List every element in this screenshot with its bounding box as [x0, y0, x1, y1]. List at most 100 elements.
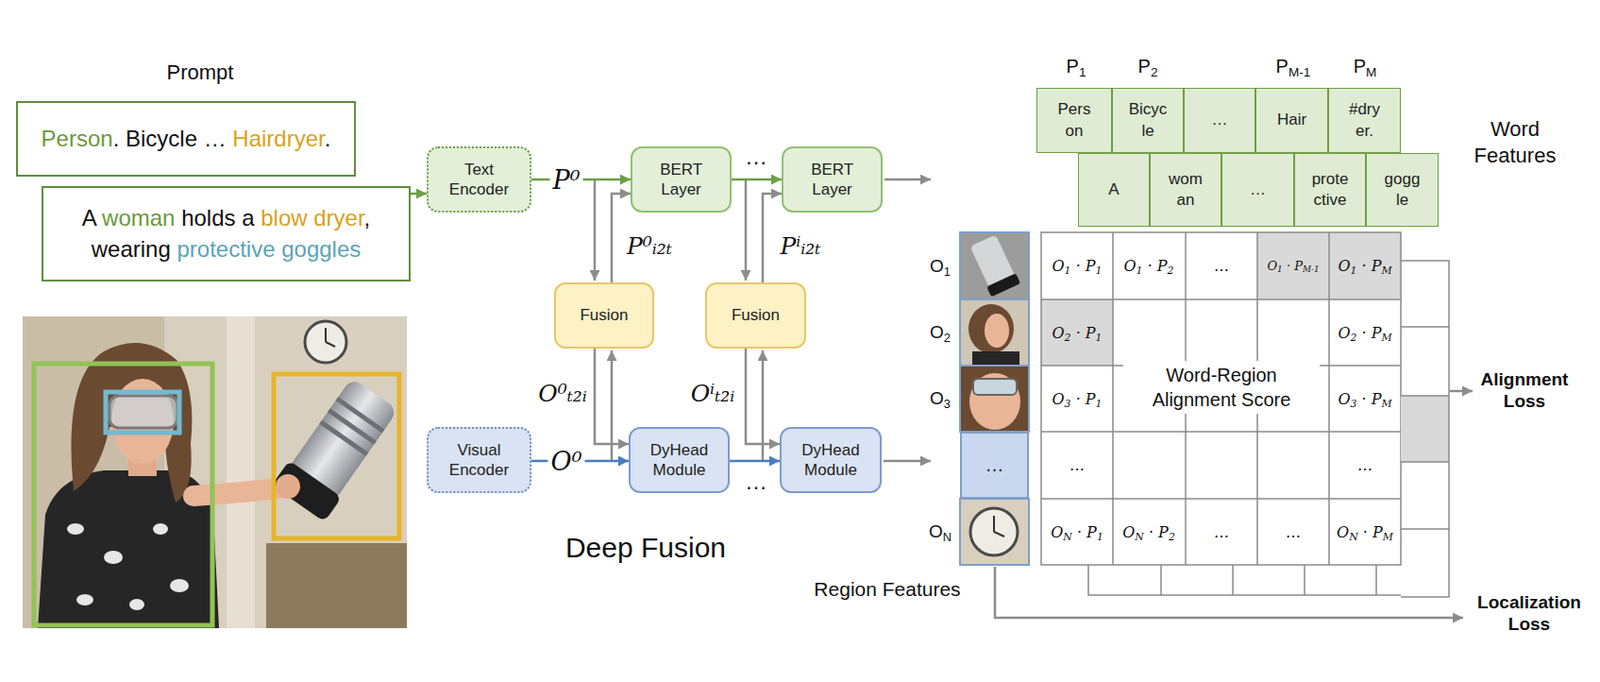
table-cell: O2 · PM — [1337, 323, 1392, 342]
photo — [266, 542, 407, 628]
ellipsis-label: … — [744, 143, 768, 170]
photo — [67, 522, 85, 535]
table-cell: O2 · P1 — [1051, 323, 1102, 342]
node-text: … — [1212, 109, 1229, 131]
region-thumbnails — [973, 378, 1017, 395]
region-thumbnails — [960, 232, 1029, 300]
subscript: 1 — [1095, 397, 1103, 410]
word-cell: Hair — [1255, 87, 1329, 153]
highlight-word: dryer — [313, 204, 364, 231]
layer-box: BERT Layer — [630, 146, 732, 213]
subscript: 3 — [1064, 397, 1072, 410]
score-matrix — [1041, 232, 1401, 565]
region-thumbnails — [960, 299, 1029, 366]
node-text: A woman holds a blow dryer, wearing prot… — [43, 202, 409, 265]
column-header: PM-1 — [1276, 55, 1312, 78]
node-text: #dry er. — [1348, 99, 1381, 141]
connector — [410, 192, 427, 196]
region-thumbnails — [968, 303, 1014, 354]
photo — [152, 522, 169, 535]
subscript: 1 — [1350, 264, 1358, 277]
subscript: 2 — [1350, 331, 1358, 344]
word-cell: Bicyc le — [1111, 87, 1184, 153]
score-matrix — [1041, 232, 1401, 565]
subscript: 1 — [1095, 331, 1103, 344]
encoder-box: Visual Encoder — [426, 426, 532, 493]
highlight-word: blow — [260, 204, 307, 231]
connector — [762, 193, 782, 283]
table-cell: ON · P1 — [1050, 522, 1104, 541]
subscript: 1 — [1136, 264, 1144, 277]
region-thumbnails — [986, 272, 1021, 297]
loss-boxes — [994, 566, 1464, 618]
subscript: 3 — [943, 396, 951, 411]
word-cell: #dry er. — [1328, 87, 1401, 153]
region-thumbnails — [993, 531, 1005, 537]
score-matrix — [1041, 299, 1113, 366]
prompt-box: A woman holds a blow dryer, wearing prot… — [41, 185, 411, 282]
node-text: DyHead Module — [650, 439, 708, 481]
score-matrix — [1329, 232, 1401, 300]
word-cell: A — [1077, 152, 1150, 227]
fusion-box: Fusion — [705, 282, 807, 349]
photo — [103, 550, 123, 564]
node-text: Person. Bicycle … Hairdryer. — [41, 123, 332, 154]
column-header: PM — [1353, 55, 1378, 78]
table-cell: O1 · P2 — [1123, 256, 1174, 275]
node-text: Bicyc le — [1128, 99, 1168, 141]
region-thumbnails — [970, 507, 1018, 556]
node-text: wom an — [1168, 168, 1203, 211]
subscript: 1 — [1078, 65, 1087, 80]
layer-box: BERT Layer — [781, 146, 883, 213]
photo — [105, 391, 180, 433]
region-thumbnails — [960, 498, 1029, 565]
highlight-word: woman — [101, 204, 175, 231]
region-thumbnails — [993, 515, 995, 532]
subscript: 1 — [1095, 264, 1103, 277]
photo — [324, 327, 327, 342]
photo — [226, 316, 255, 628]
subscript: M-1 — [1288, 65, 1311, 80]
stream-arrow — [883, 459, 931, 463]
subscript: 2 — [943, 330, 951, 345]
table-cell: … — [1213, 256, 1230, 275]
edge-label: P⁰ — [550, 165, 584, 195]
photo — [33, 363, 213, 625]
loss-boxes — [994, 260, 1473, 618]
region-thumbnails — [960, 498, 1029, 565]
node-text: gogg le — [1384, 168, 1421, 211]
row-header: O3 — [929, 387, 951, 409]
word-cell: gogg le — [1365, 152, 1439, 227]
photo — [319, 420, 369, 457]
connector — [594, 348, 629, 444]
node-text: DyHead Module — [801, 439, 859, 481]
subscript: N — [943, 529, 952, 544]
region-thumbnails — [960, 299, 1029, 366]
math-label: Oⁱₜ₂ᵢ — [690, 379, 736, 407]
node-text: … — [985, 454, 1005, 476]
region-cell: … — [960, 431, 1029, 499]
node-text: BERT Layer — [810, 159, 854, 201]
node-text: prote ctive — [1312, 168, 1349, 211]
loss-boxes — [1449, 389, 1473, 393]
node-text: Hair — [1277, 109, 1307, 131]
subscript: 2 — [1167, 264, 1175, 277]
module-box: DyHead Module — [779, 426, 882, 493]
photo — [336, 396, 386, 434]
region-thumbnails — [960, 232, 1029, 565]
row-header: O1 — [929, 255, 951, 277]
math-label: O⁰ₜ₂ᵢ — [538, 379, 588, 407]
highlight-word: protective — [176, 235, 275, 262]
loss-boxes — [1400, 260, 1449, 597]
highlight-word: Person — [41, 125, 114, 152]
group-label: Region Features — [813, 577, 960, 601]
node-text: BERT Layer — [659, 159, 703, 201]
connector — [731, 178, 782, 182]
photo — [76, 593, 94, 606]
word-cell: Pers on — [1036, 87, 1112, 153]
photo — [273, 373, 400, 539]
table-cell: O3 · PM — [1337, 389, 1392, 408]
subscript: M — [1381, 397, 1392, 410]
stream-arrow — [884, 178, 931, 182]
word-cell: wom an — [1149, 152, 1222, 227]
